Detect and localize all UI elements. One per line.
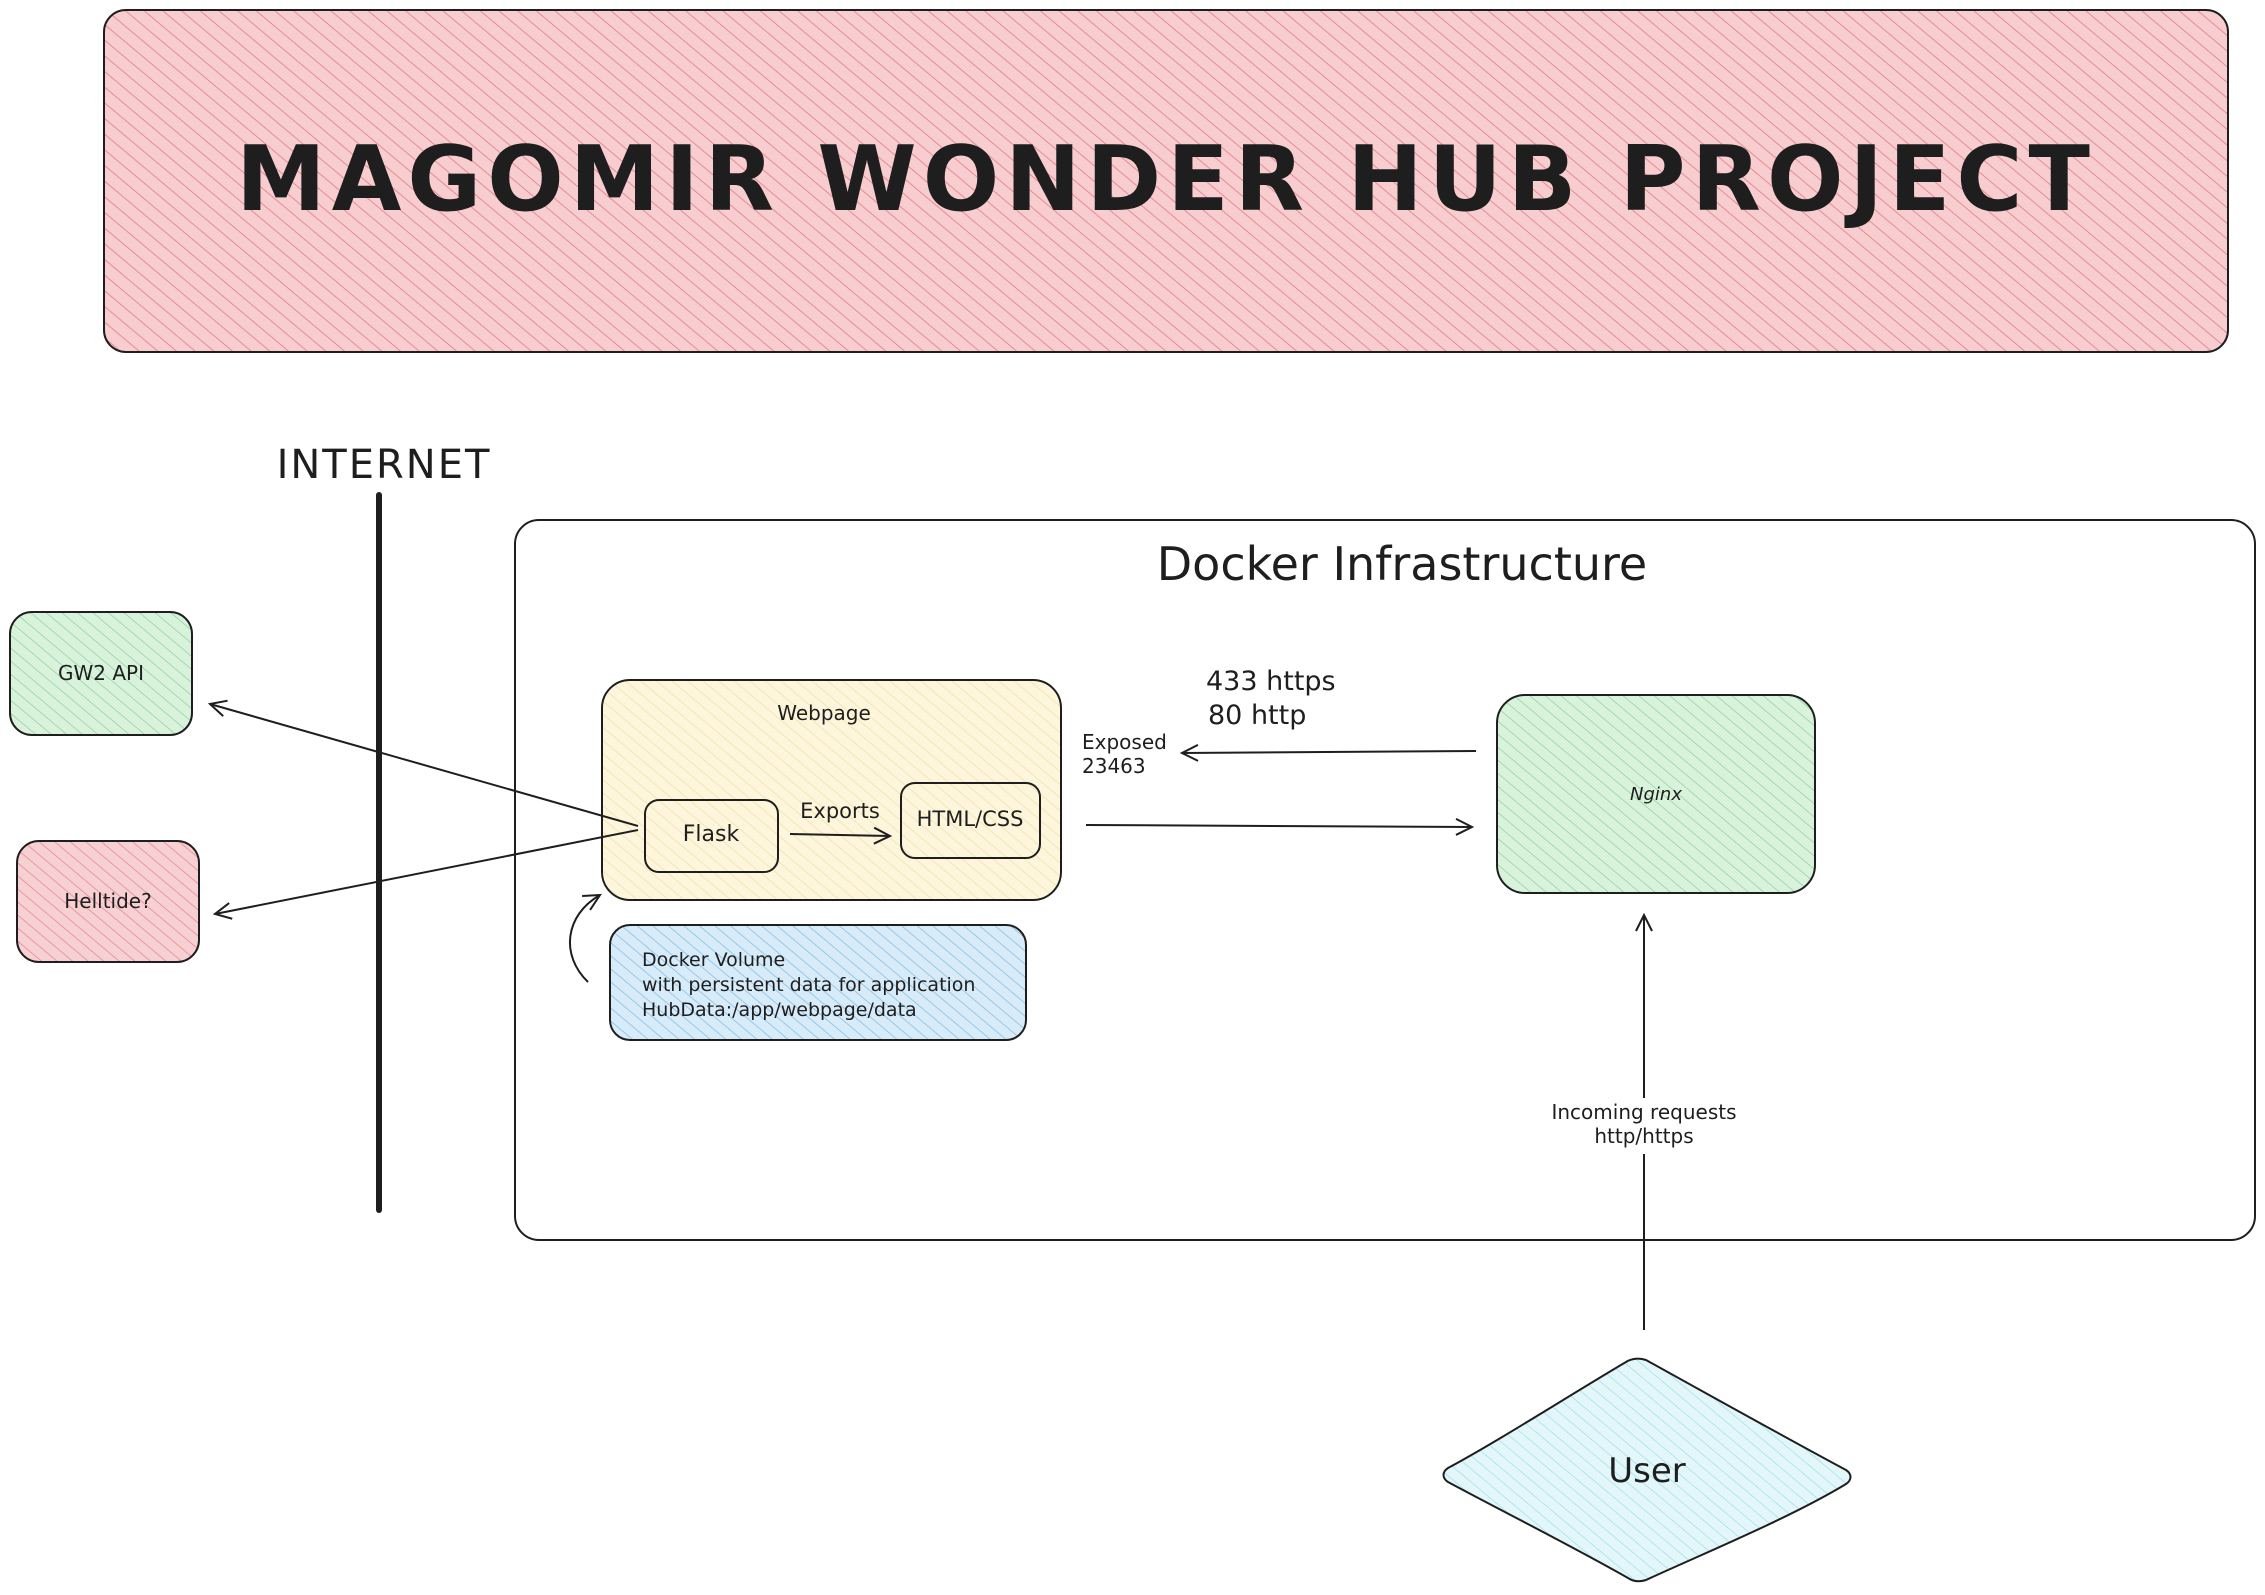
gw2-api-node: GW2 API <box>9 611 193 736</box>
flask-node: Flask <box>644 799 779 873</box>
webpage-label: Webpage <box>777 701 871 725</box>
volume-line-2: with persistent data for application <box>642 974 975 996</box>
incoming-protocol-label: http/https <box>1594 1124 1693 1148</box>
volume-line-3: HubData:/app/webpage/data <box>642 999 917 1021</box>
internet-boundary: INTERNET <box>277 442 492 1213</box>
ports-http-label: 80 http <box>1208 700 1306 731</box>
incoming-requests-label: Incoming requests <box>1551 1100 1736 1124</box>
nginx-node: Nginx <box>1496 694 1816 894</box>
docker-volume-node: Docker Volume with persistent data for a… <box>609 924 1027 1041</box>
gw2-api-label: GW2 API <box>58 661 144 685</box>
nginx-label: Nginx <box>1630 784 1682 805</box>
docker-infrastructure-label: Docker Infrastructure <box>1157 537 1647 591</box>
helltide-label: Helltide? <box>64 889 151 913</box>
user-node: User <box>1442 1357 1852 1583</box>
exposed-port-label: 23463 <box>1082 754 1146 778</box>
volume-mount-arrow <box>568 895 600 983</box>
flask-to-gw2-arrow <box>210 704 639 827</box>
exposed-label: Exposed <box>1082 730 1167 754</box>
htmlcss-label: HTML/CSS <box>917 807 1024 831</box>
title-banner: MAGOMIR WONDER HUB PROJECT <box>103 9 2229 353</box>
exports-arrow: Exports <box>789 799 890 836</box>
flask-label: Flask <box>683 822 740 847</box>
volume-line-1: Docker Volume <box>642 949 785 971</box>
internet-label: INTERNET <box>277 442 492 488</box>
flask-to-helltide-arrow <box>215 829 639 914</box>
docker-infrastructure-container: Docker Infrastructure <box>514 519 2256 1241</box>
htmlcss-node: HTML/CSS <box>900 782 1041 859</box>
user-label: User <box>1608 1451 1686 1491</box>
incoming-label-background <box>1555 1098 1735 1154</box>
ports-https-label: 433 https <box>1206 666 1336 697</box>
webpage-to-nginx-arrow <box>1085 825 1472 827</box>
nginx-to-webpage-arrow <box>1182 751 1477 753</box>
page-title: MAGOMIR WONDER HUB PROJECT <box>236 127 2096 232</box>
exports-label: Exports <box>800 799 880 823</box>
helltide-node: Helltide? <box>16 840 200 963</box>
